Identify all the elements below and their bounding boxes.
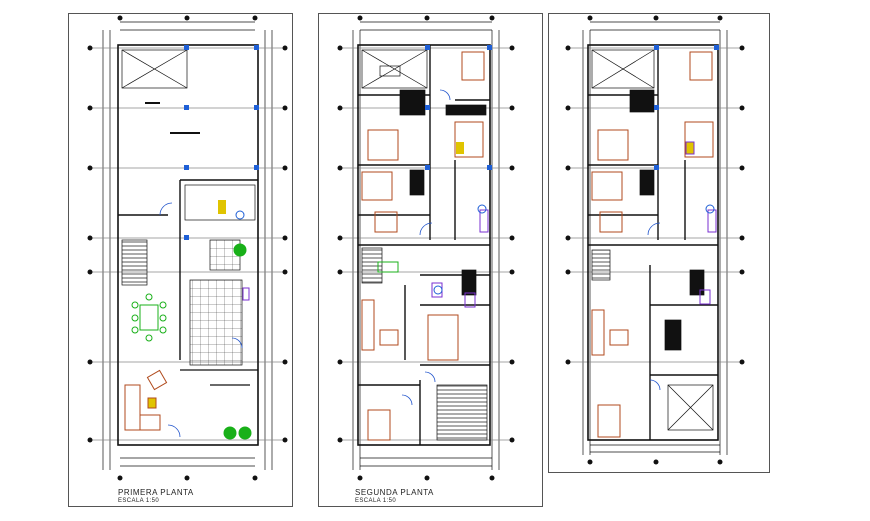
- plan-segunda-planta: [340, 21, 512, 470]
- plan2-misc: [377, 142, 464, 273]
- plan-primera-planta: [90, 21, 285, 470]
- plan1-kitchen: [218, 200, 250, 301]
- plan2-sanitary: [431, 204, 489, 308]
- plan-tercera-planta: [568, 21, 742, 455]
- plan2-beds: [361, 51, 485, 441]
- plan3-axis-markers: [565, 15, 745, 465]
- plan1-living-furniture: [124, 369, 168, 431]
- plan2-title: SEGUNDA PLANTA: [355, 488, 434, 497]
- plan3-beds: [591, 51, 714, 438]
- plan3-columns: [654, 45, 719, 170]
- plan1-axis-markers: [87, 15, 288, 481]
- plan1-columns: [184, 45, 259, 240]
- plan1-title: PRIMERA PLANTA: [118, 488, 194, 497]
- sheet-tercera-planta: [548, 13, 770, 473]
- plan2-door-arcs: [401, 89, 451, 406]
- plan2-scale: ESCALA 1:50: [355, 498, 397, 504]
- plan2-columns: [425, 45, 492, 170]
- plan3-door-arcs: [647, 222, 661, 391]
- plan2-axis-markers: [337, 15, 515, 481]
- plan3-sanitary: [685, 141, 717, 305]
- plan1-dining-plants: [131, 243, 252, 440]
- plan1-scale: ESCALA 1:50: [118, 498, 160, 504]
- plan1-door-arcs: [159, 202, 243, 438]
